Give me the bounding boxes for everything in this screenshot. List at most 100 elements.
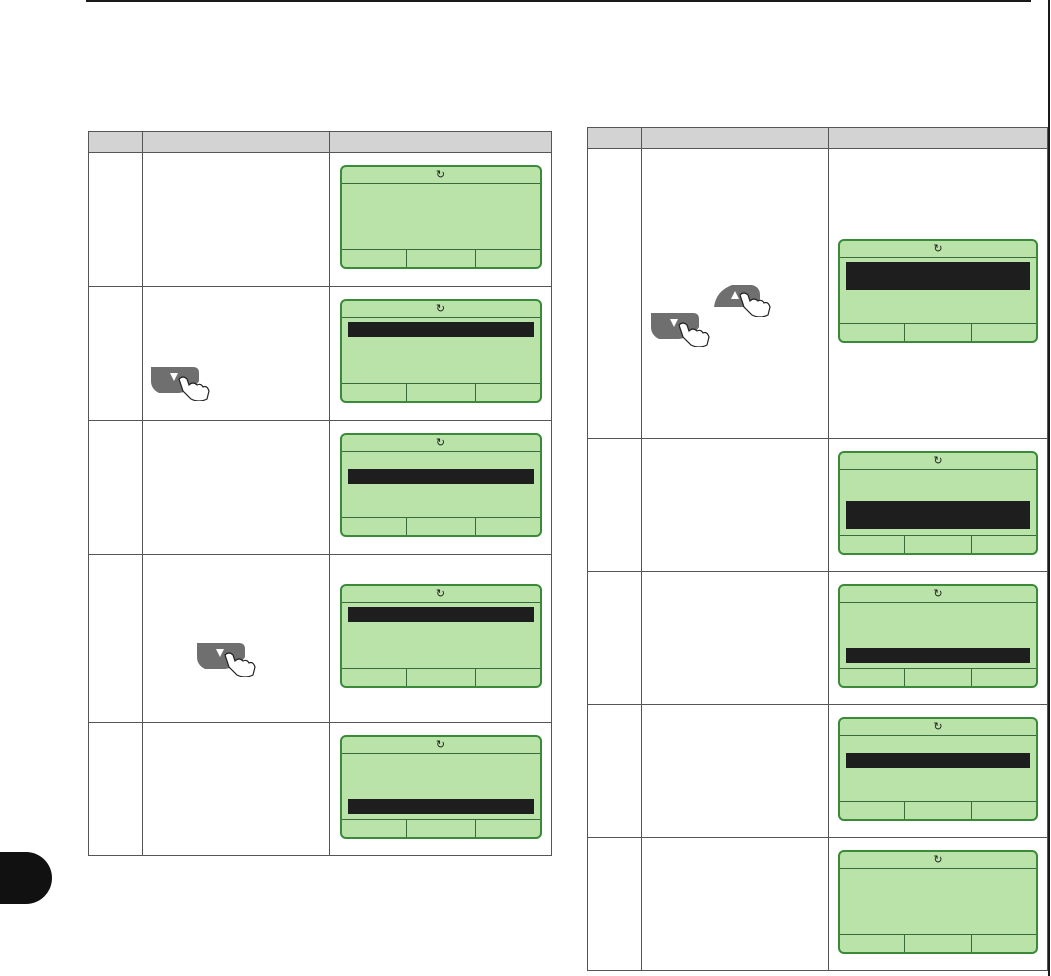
refresh-icon: ↻ <box>933 854 942 866</box>
table-row: ↻ <box>89 287 552 421</box>
lcd-screen: ↻ <box>838 239 1038 343</box>
header-action <box>642 128 829 149</box>
lcd-screen: ↻ <box>340 299 542 403</box>
table-row: ↻ <box>588 439 1048 572</box>
display-cell: ↻ <box>829 439 1048 572</box>
lcd-title-bar: ↻ <box>342 167 540 184</box>
refresh-icon: ↻ <box>933 243 942 255</box>
step-cell <box>89 555 143 723</box>
down-arrow-key-icon <box>195 639 261 677</box>
right-softkey <box>475 669 540 686</box>
lcd-screen: ↻ <box>340 433 542 537</box>
down-arrow-key-icon <box>149 363 215 401</box>
table-header-row <box>588 128 1048 149</box>
right-softkey <box>971 536 1036 553</box>
down-arrow-key-icon <box>649 309 715 347</box>
action-cell <box>143 555 330 723</box>
refresh-icon: ↻ <box>436 588 445 600</box>
right-softkey <box>971 802 1036 819</box>
table-row: ↻ <box>89 555 552 723</box>
lcd-title-bar: ↻ <box>840 719 1036 736</box>
right-softkey <box>475 820 540 837</box>
refresh-icon: ↻ <box>436 169 445 181</box>
table-row: ↻ <box>588 705 1048 838</box>
step-cell <box>588 838 642 971</box>
table-row: ↻ <box>89 723 552 856</box>
left-softkey <box>342 518 407 535</box>
lcd-softkeys <box>342 517 540 535</box>
action-cell <box>143 287 330 421</box>
display-cell: ↻ <box>330 555 552 723</box>
step-cell <box>89 287 143 421</box>
display-cell: ↻ <box>330 421 552 555</box>
step-cell <box>89 421 143 555</box>
lcd-highlight-bar <box>348 322 534 337</box>
left-softkey <box>840 669 905 686</box>
action-cell <box>642 572 829 705</box>
display-cell: ↻ <box>330 153 552 287</box>
action-cell <box>642 705 829 838</box>
lcd-softkeys <box>840 323 1036 341</box>
right-softkey <box>475 250 540 267</box>
lcd-softkeys <box>840 535 1036 553</box>
lcd-softkeys <box>840 668 1036 686</box>
right-softkey <box>475 384 540 401</box>
refresh-icon: ↻ <box>933 721 942 733</box>
lcd-softkeys <box>840 934 1036 952</box>
left-softkey <box>342 669 407 686</box>
lcd-screen: ↻ <box>838 717 1038 821</box>
left-softkey <box>840 324 905 341</box>
lcd-softkeys <box>342 819 540 837</box>
lcd-screen: ↻ <box>340 584 542 688</box>
refresh-icon: ↻ <box>933 455 942 467</box>
left-softkey <box>840 536 905 553</box>
lcd-highlight-bar <box>348 469 534 484</box>
lcd-screen: ↻ <box>838 451 1038 555</box>
lcd-title-bar: ↻ <box>840 241 1036 258</box>
step-cell <box>588 439 642 572</box>
chapter-tab <box>0 852 52 904</box>
refresh-icon: ↻ <box>933 588 942 600</box>
step-cell <box>588 705 642 838</box>
display-cell: ↻ <box>330 287 552 421</box>
step-cell <box>89 153 143 287</box>
right-steps-table: ↻ ↻ <box>587 127 1048 971</box>
table-row: ↻ <box>588 149 1048 439</box>
table-header-row <box>89 132 552 153</box>
action-cell <box>642 838 829 971</box>
lcd-title-bar: ↻ <box>840 586 1036 603</box>
table-row: ↻ <box>89 153 552 287</box>
action-cell <box>143 723 330 856</box>
lcd-softkeys <box>342 668 540 686</box>
lcd-highlight-bar <box>348 607 534 622</box>
table-row: ↻ <box>89 421 552 555</box>
right-softkey <box>475 518 540 535</box>
lcd-highlight-bar <box>846 262 1030 290</box>
lcd-screen: ↻ <box>838 584 1038 688</box>
display-cell: ↻ <box>330 723 552 856</box>
refresh-icon: ↻ <box>436 739 445 751</box>
lcd-title-bar: ↻ <box>342 301 540 318</box>
lcd-title-bar: ↻ <box>342 586 540 603</box>
display-cell: ↻ <box>829 149 1048 439</box>
step-cell <box>89 723 143 856</box>
right-softkey <box>971 324 1036 341</box>
top-rule <box>86 0 1031 2</box>
header-display <box>330 132 552 153</box>
lcd-softkeys <box>342 249 540 267</box>
right-edge-rule <box>1048 0 1050 976</box>
up-arrow-key-icon <box>710 279 776 317</box>
header-display <box>829 128 1048 149</box>
step-cell <box>588 149 642 439</box>
header-step <box>89 132 143 153</box>
left-softkey <box>840 935 905 952</box>
lcd-highlight-bar <box>846 648 1030 663</box>
lcd-highlight-bar <box>846 753 1030 768</box>
right-softkey <box>971 669 1036 686</box>
lcd-highlight-bar <box>348 799 534 814</box>
action-cell <box>143 421 330 555</box>
action-cell <box>642 439 829 572</box>
action-cell <box>143 153 330 287</box>
refresh-icon: ↻ <box>436 437 445 449</box>
display-cell: ↻ <box>829 705 1048 838</box>
